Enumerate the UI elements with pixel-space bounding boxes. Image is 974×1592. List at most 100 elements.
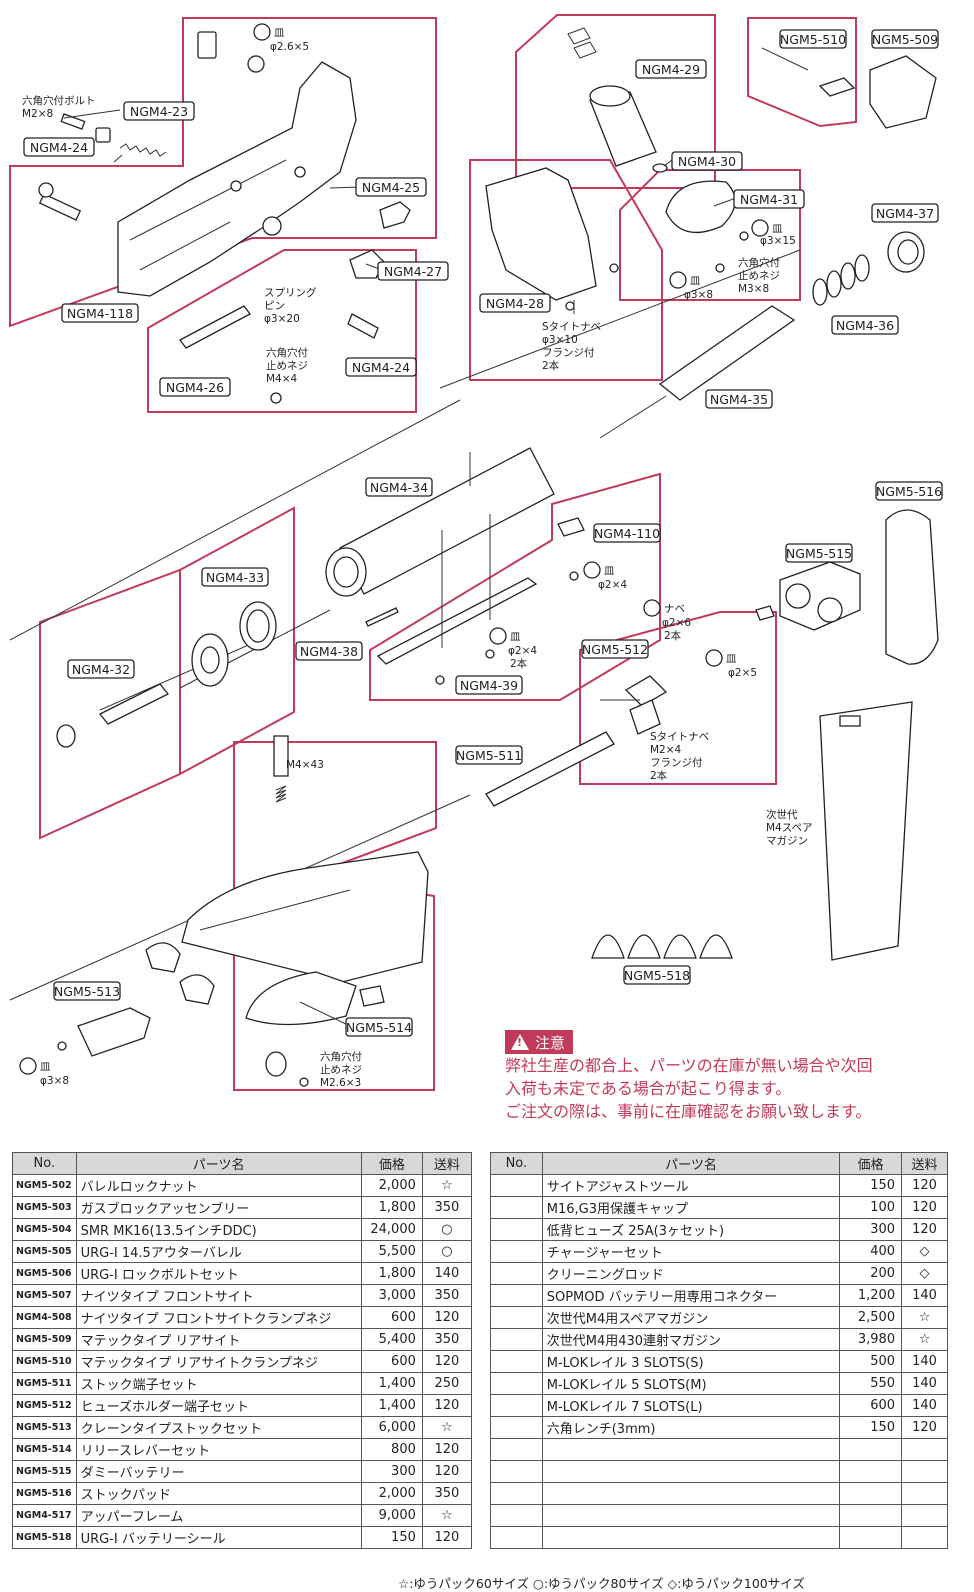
note-spring-pin-3: φ3×20 — [264, 313, 300, 325]
header-name: パーツ名 — [75, 1152, 362, 1175]
dummy-battery-ngm5-515 — [779, 561, 861, 631]
cell-no — [490, 1328, 543, 1351]
svg-text:NGM4-33: NGM4-33 — [206, 570, 264, 585]
motor-ngm4-29 — [567, 27, 657, 167]
part-label-ngm4-34: NGM4-34 — [365, 477, 433, 497]
cell-name: M16,G3用保護キャップ — [541, 1196, 841, 1219]
cell-ship: 120 — [421, 1394, 473, 1417]
svg-text:NGM5-516: NGM5-516 — [876, 484, 942, 499]
cell-name: ストックパッド — [75, 1482, 362, 1505]
cell-name: M-LOKレイル 5 SLOTS(M) — [541, 1372, 841, 1395]
shipping-legend: ☆:ゆうパック60サイズ ○:ゆうパック80サイズ ◇:ゆうパック100サイズ — [398, 1576, 805, 1591]
cell-price: 2,000 — [360, 1174, 423, 1197]
warning-line-3: ご注文の際は、事前に在庫確認をお願い致します。 — [505, 1102, 872, 1121]
part-label-ngm4-25: NGM4-25 — [355, 177, 427, 197]
cell-no: NGM5-503 — [12, 1196, 77, 1219]
table-row — [490, 1460, 948, 1483]
cell-price — [839, 1460, 903, 1483]
note-set-screw-m3-2: 止めネジ — [738, 270, 780, 282]
cell-price — [839, 1504, 903, 1527]
nut-ngm5-514 — [265, 1051, 287, 1077]
svg-text:NGM4-24: NGM4-24 — [352, 360, 410, 375]
washer-ngm4-30 — [652, 163, 668, 173]
stock-pad-ngm5-516 — [885, 509, 939, 665]
cell-price: 150 — [839, 1416, 903, 1439]
cell-no: NGM5-505 — [12, 1240, 77, 1263]
set-screw-m26 — [299, 1077, 309, 1087]
catch-ngm4-25 — [379, 201, 411, 229]
cell-name — [541, 1460, 841, 1483]
washer-ngm4-32 — [56, 724, 76, 748]
cell-name: URG-I バッテリーシール — [75, 1526, 362, 1549]
note-mag-3: マガジン — [766, 835, 808, 847]
group-box-ngm4-39 — [369, 472, 661, 701]
battery-seals-ngm5-518 — [591, 934, 733, 959]
magazine — [819, 701, 913, 961]
part-label-ngm5-511: NGM5-511 — [455, 745, 523, 765]
header-ship: 送料 — [901, 1152, 948, 1175]
ring-ngm4-33 — [239, 601, 277, 651]
group-box-ngm4-31 — [619, 169, 801, 301]
cell-name: SMR MK16(13.5インチDDC) — [75, 1218, 362, 1241]
cell-ship: 140 — [901, 1350, 948, 1373]
part-label-ngm4-24b: NGM4-24 — [345, 357, 417, 377]
table-row — [490, 1438, 948, 1461]
cell-ship: 350 — [421, 1284, 473, 1307]
ta-icon-110 — [583, 561, 601, 579]
cell-ship: ☆ — [901, 1306, 948, 1329]
rail-ngm4-39 — [376, 577, 538, 665]
cell-no — [490, 1416, 543, 1439]
part-label-ngm5-510: NGM5-510 — [779, 29, 847, 49]
cell-ship: 120 — [421, 1460, 473, 1483]
part-label-ngm4-110: NGM4-110 — [593, 523, 661, 543]
block-ngm4-23 — [95, 127, 111, 143]
cell-ship: 140 — [421, 1262, 473, 1285]
cell-ship — [901, 1460, 948, 1483]
svg-text:NGM4-23: NGM4-23 — [130, 104, 188, 119]
note-phi-2x4-39: φ2×4 — [508, 645, 537, 657]
cell-price: 1,200 — [839, 1284, 903, 1307]
svg-text:NGM4-36: NGM4-36 — [836, 318, 894, 333]
note-set-screw-m3-1: 六角穴付 — [738, 256, 780, 269]
cell-price: 800 — [360, 1438, 423, 1461]
ta-icon-31 — [751, 219, 769, 237]
svg-text:NGM4-38: NGM4-38 — [300, 644, 358, 659]
warning-line-1: 弊社生産の都合上、パーツの在庫が無い場合や次回 — [505, 1056, 873, 1075]
svg-text:NGM4-110: NGM4-110 — [594, 526, 660, 541]
note-ta-28: 皿 — [690, 275, 701, 287]
note-s-m2-2: M2×4 — [650, 744, 682, 756]
cell-price: 550 — [839, 1372, 903, 1395]
note-spring-pin-1: スプリング — [264, 286, 317, 299]
part-label-ngm4-35: NGM4-35 — [705, 389, 773, 409]
cell-name: ガスブロックアッセンブリー — [75, 1196, 362, 1219]
cell-price: 150 — [839, 1174, 903, 1197]
note-phi-3x8-513: φ3×8 — [40, 1075, 69, 1087]
cell-no: NGM5-502 — [12, 1174, 77, 1197]
note-ta-513: 皿 — [40, 1061, 51, 1073]
plate-ngm4-top — [197, 31, 217, 59]
cell-ship: 120 — [421, 1526, 473, 1549]
note-phi-26x5: φ2.6×5 — [270, 41, 309, 53]
cell-no: NGM5-514 — [12, 1438, 77, 1461]
part-label-ngm4-32: NGM4-32 — [67, 659, 135, 679]
cell-no: NGM4-517 — [12, 1504, 77, 1527]
cell-no: NGM5-518 — [12, 1526, 77, 1549]
cell-price: 500 — [839, 1350, 903, 1373]
cell-ship: 350 — [421, 1328, 473, 1351]
svg-text:NGM4-32: NGM4-32 — [72, 662, 130, 677]
svg-text:NGM4-26: NGM4-26 — [166, 380, 224, 395]
note-ta-top: 皿 — [274, 27, 285, 39]
part-label-ngm4-38: NGM4-38 — [295, 641, 363, 661]
cell-name: URG-I ロックボルトセット — [75, 1262, 362, 1285]
header-name: パーツ名 — [541, 1152, 841, 1175]
part-label-ngm4-39: NGM4-39 — [455, 675, 523, 695]
cell-no — [490, 1460, 543, 1483]
cell-price: 600 — [360, 1350, 423, 1373]
cell-name: サイトアジャストツール — [541, 1174, 841, 1197]
